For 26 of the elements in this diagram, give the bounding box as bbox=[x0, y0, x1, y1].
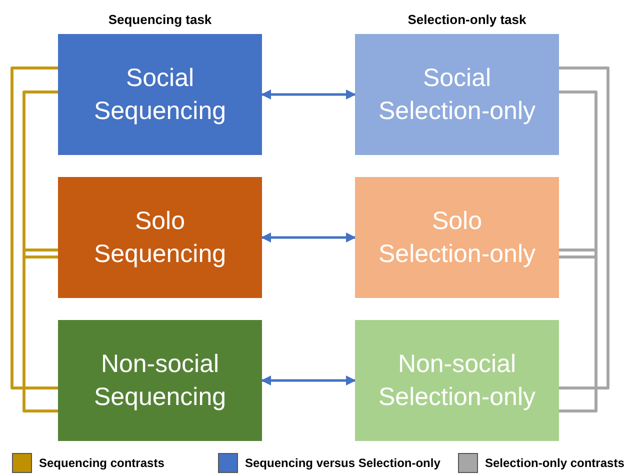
double-arrow bbox=[261, 376, 356, 386]
box-label: Non-social Sequencing bbox=[92, 349, 228, 412]
double-arrow bbox=[261, 232, 356, 242]
box-label: Solo Sequencing bbox=[92, 206, 228, 270]
bracket-connector bbox=[22, 248, 58, 412]
box-label: Social Sequencing bbox=[92, 63, 228, 126]
process-box bbox=[58, 34, 262, 155]
process-box bbox=[58, 320, 262, 441]
legend-text: Sequencing versus Selection-only bbox=[245, 456, 440, 470]
legend-text: Sequencing contrasts bbox=[39, 456, 164, 470]
column-heading: Sequencing task bbox=[107, 12, 213, 27]
process-box bbox=[58, 177, 262, 298]
process-box bbox=[355, 177, 559, 298]
legend-text: Selection-only contrasts bbox=[485, 456, 624, 470]
process-box bbox=[355, 34, 559, 155]
bracket-connector bbox=[559, 66, 610, 390]
box-label: Non-social Selection-only bbox=[377, 349, 537, 412]
bracket-connector bbox=[10, 66, 58, 390]
bracket-connector bbox=[22, 90, 58, 258]
column-heading: Selection-only task bbox=[406, 12, 528, 27]
bracket-connector bbox=[559, 90, 598, 258]
box-label: Social Selection-only bbox=[377, 63, 537, 126]
box-label: Solo Selection-only bbox=[377, 206, 537, 270]
process-box bbox=[355, 320, 559, 441]
bracket-connector bbox=[559, 248, 598, 412]
double-arrow bbox=[261, 90, 356, 100]
